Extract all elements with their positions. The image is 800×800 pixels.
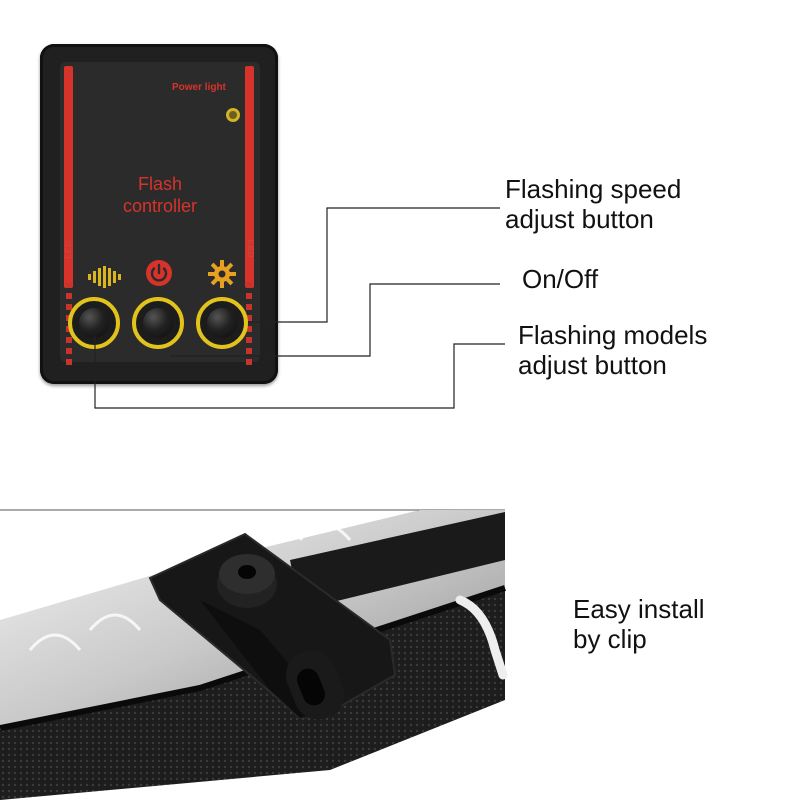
dashed-strip-right (246, 282, 252, 368)
power-light-indicator (226, 108, 240, 122)
caption-line: by clip (573, 624, 647, 654)
onoff-leader-line (170, 283, 500, 357)
flashing-models-button[interactable] (68, 297, 120, 349)
caption-line: Easy install (573, 594, 705, 624)
mounting-clip (148, 532, 397, 720)
light-bar-clip-photo (0, 509, 508, 800)
flash-controller-device: LED LED Power light Flash controller (40, 44, 278, 384)
callout-line: Flashing models (518, 320, 708, 350)
callout-lines (94, 207, 505, 409)
power-icon (146, 260, 172, 286)
callout-line: adjust button (518, 350, 667, 380)
led-side-label-right: LED (246, 240, 255, 259)
easy-install-caption: Easy install by clip (573, 594, 705, 654)
gear-icon (208, 260, 236, 288)
button-knob (207, 308, 237, 338)
button-knob (79, 308, 109, 338)
models-leader-line (94, 336, 505, 409)
callout-line: adjust button (505, 204, 654, 234)
red-strip-left (64, 66, 73, 288)
white-cable (455, 595, 508, 680)
controller-title-line1: Flash (137, 174, 182, 194)
red-strip-right (245, 66, 254, 288)
on-off-callout: On/Off (522, 264, 599, 294)
power-light-label: Power light (172, 82, 226, 93)
bars-icon (88, 266, 121, 288)
on-off-button[interactable] (132, 297, 184, 349)
flashing-models-callout: Flashing models adjust button (518, 320, 707, 380)
controller-title-line2: controller (122, 196, 198, 216)
button-knob (143, 308, 173, 338)
flashing-speed-button[interactable] (196, 297, 248, 349)
callout-line: Flashing speed (505, 174, 682, 204)
speed-leader-line (248, 207, 500, 323)
flashing-speed-callout: Flashing speed adjust button (505, 174, 681, 234)
